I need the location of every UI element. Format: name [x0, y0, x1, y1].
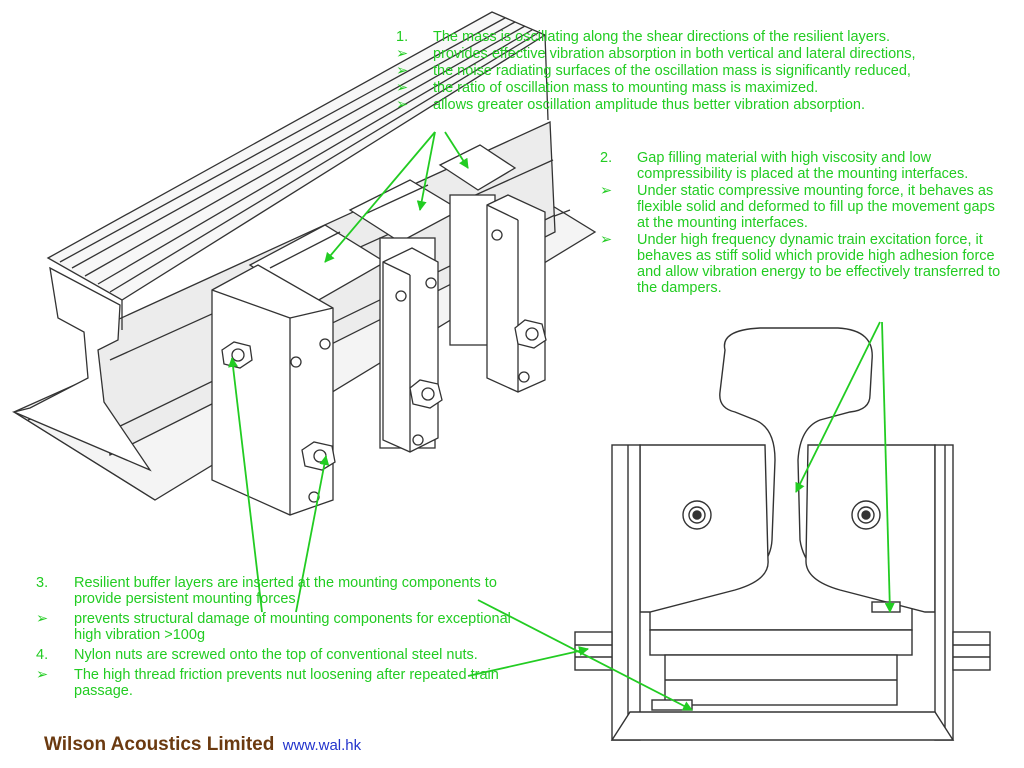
- note1-bullet: ➢ the noise radiating surfaces of the os…: [396, 63, 1016, 79]
- right-clamp-plate: [934, 444, 954, 741]
- screw-6: [412, 434, 424, 446]
- note1-bullet-text: the ratio of oscillation mass to mountin…: [433, 80, 819, 96]
- clamp-plate-rear: [486, 194, 546, 393]
- note4-number: 4.: [36, 647, 49, 663]
- annotation-block-1: 1. The mass is oscillating along the she…: [396, 29, 1016, 114]
- arrow-note3-a: [228, 357, 263, 613]
- note3-bullet: ➢ prevents structural damage of mounting…: [36, 611, 516, 643]
- screw-4: [395, 290, 407, 302]
- screw-8: [518, 371, 530, 383]
- nut-middle: [409, 379, 443, 409]
- arrow-note3-b: [295, 455, 330, 613]
- note2-bullet-text: Under static compressive mounting force,…: [637, 183, 995, 231]
- note4-bullet-text: The high thread friction prevents nut lo…: [74, 667, 499, 699]
- note2-number: 2.: [600, 150, 613, 166]
- bullet-arrow-icon: ➢: [600, 232, 613, 248]
- bullet-arrow-icon: ➢: [36, 667, 49, 683]
- bullet-arrow-icon: ➢: [600, 183, 613, 199]
- note2-bullet: ➢ Under high frequency dynamic train exc…: [600, 232, 1010, 296]
- note2-bullet: ➢ Under static compressive mounting forc…: [600, 183, 1010, 231]
- rail-end-profile: [11, 266, 152, 472]
- left-bolt: [682, 500, 712, 530]
- base-plate: [610, 711, 955, 741]
- arrow-note2-b: [881, 321, 895, 613]
- bullet-arrow-icon: ➢: [396, 46, 409, 62]
- note1-heading-row: 1. The mass is oscillating along the she…: [396, 29, 1016, 45]
- note3-bullet-text: prevents structural damage of mounting c…: [74, 611, 511, 643]
- footer: Wilson Acoustics Limited www.wal.hk: [44, 734, 361, 756]
- arrow-note1-b: [416, 131, 436, 211]
- note2-heading: Gap filling material with high viscosity…: [637, 150, 969, 182]
- note1-number: 1.: [396, 29, 409, 45]
- arrow-note1-c: [444, 131, 469, 169]
- arrow-note1-a: [324, 131, 436, 263]
- note1-bullet: ➢ allows greater oscillation amplitude t…: [396, 97, 1016, 113]
- bullet-arrow-icon: ➢: [36, 611, 49, 627]
- bullet-arrow-icon: ➢: [396, 97, 409, 113]
- annotation-block-2: 2. Gap filling material with high viscos…: [600, 150, 1010, 297]
- bullet-arrow-icon: ➢: [396, 63, 409, 79]
- right-buffer-pad: [871, 601, 901, 613]
- right-bolt: [851, 500, 881, 530]
- note1-bullet-text: allows greater oscillation amplitude thu…: [433, 97, 866, 113]
- note4-heading: Nylon nuts are screwed onto the top of c…: [74, 647, 478, 663]
- arrow-note2-a: [795, 321, 881, 493]
- cross-section-view: [574, 327, 991, 741]
- company-url-link[interactable]: www.wal.hk: [282, 737, 362, 754]
- note2-bullet-text: Under high frequency dynamic train excit…: [637, 232, 1001, 296]
- screw-5: [425, 277, 437, 289]
- screw-2: [319, 338, 331, 350]
- note2-heading-row: 2. Gap filling material with high viscos…: [600, 150, 1010, 182]
- note4-bullet: ➢ The high thread friction prevents nut …: [36, 667, 516, 699]
- note1-bullet: ➢ provides effective vibration absorptio…: [396, 46, 1016, 62]
- company-name: Wilson Acoustics Limited: [44, 734, 275, 755]
- arrow-note4: [467, 646, 589, 677]
- isometric-rail-assembly: [11, 11, 597, 516]
- note1-bullet: ➢ the ratio of oscillation mass to mount…: [396, 80, 1016, 96]
- note3-heading-row: 3. Resilient buffer layers are inserted …: [36, 575, 516, 607]
- annotation-block-3-4: 3. Resilient buffer layers are inserted …: [36, 575, 516, 703]
- note3-heading: Resilient buffer layers are inserted at …: [74, 575, 497, 607]
- left-buffer-pad: [651, 699, 693, 711]
- note4-heading-row: 4. Nylon nuts are screwed onto the top o…: [36, 647, 516, 663]
- nut-front-right: [301, 441, 336, 471]
- left-damper-body: [639, 444, 769, 613]
- right-side-nut: [952, 631, 991, 671]
- note1-heading: The mass is oscillating along the shear …: [433, 29, 890, 45]
- note3-number: 3.: [36, 575, 49, 591]
- screw-1: [290, 356, 302, 368]
- bullet-arrow-icon: ➢: [396, 80, 409, 96]
- callout-arrows: [228, 131, 895, 711]
- clamp-bar: [649, 629, 913, 656]
- clamp-plate-front: [211, 264, 334, 516]
- nut-rear: [514, 319, 547, 349]
- damper-mass-block-3: [438, 144, 517, 191]
- left-clamp-plate: [611, 444, 641, 741]
- screw-7: [491, 229, 503, 241]
- note1-bullet-text: provides effective vibration absorption …: [433, 46, 916, 62]
- note1-bullet-text: the noise radiating surfaces of the osci…: [433, 63, 911, 79]
